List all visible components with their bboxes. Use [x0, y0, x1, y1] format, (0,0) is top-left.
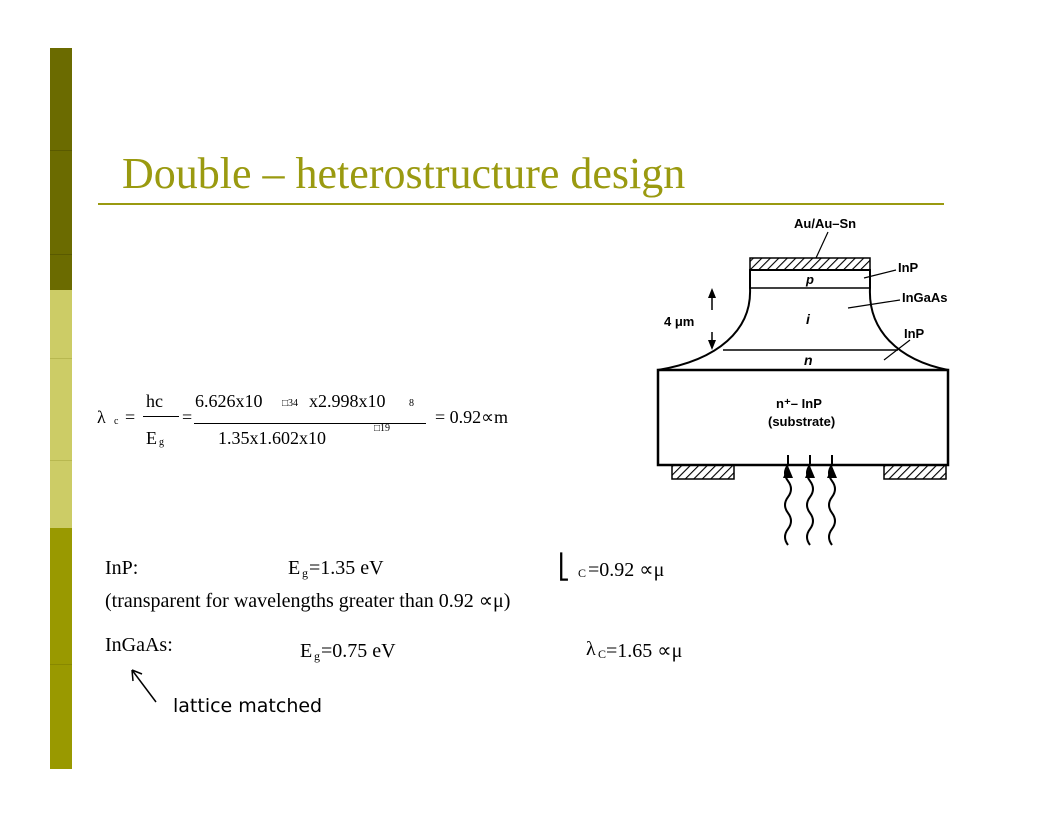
fraction2-bar — [194, 423, 426, 424]
inp-material-label: InP: — [105, 557, 139, 579]
lambda-subscript: c — [114, 416, 119, 427]
sidebar-block — [50, 48, 72, 150]
ingaas-lambda-subscript: C — [598, 647, 607, 661]
title-underline — [98, 203, 944, 205]
thickness-label: 4 μm — [664, 314, 694, 329]
inp-top-leader-line — [863, 269, 897, 279]
mesa-structure — [657, 269, 949, 371]
ingaas-eg-value: =0.75 eV — [321, 640, 396, 662]
substrate-label: n⁺– InP — [776, 396, 822, 411]
fraction2-numerator-rest: x2.998x10 — [309, 391, 386, 411]
slide-title: Double – heterostructure design — [122, 149, 686, 198]
inp-bottom-leader-line — [883, 339, 911, 361]
sidebar-block — [50, 290, 72, 358]
sidebar-block — [50, 460, 72, 529]
ingaas-lambda-value: =1.65 ∝μ — [606, 640, 683, 662]
equals-sign: = — [125, 407, 136, 427]
ingaas-material-label: InGaAs: — [105, 634, 173, 656]
fraction2-denominator-exponent: □19 — [374, 423, 391, 434]
annotation-arrow-icon — [131, 669, 157, 703]
fraction2-numerator: 6.626x10 — [195, 391, 263, 411]
inp-eg-subscript: g — [302, 566, 308, 580]
layer-n-label: n — [804, 352, 813, 368]
inp-eg-value: =1.35 eV — [309, 557, 384, 579]
bottom-contact-left — [671, 464, 735, 480]
inp-lambda-symbol: ⎣ — [558, 555, 570, 581]
substrate-sublabel: (substrate) — [768, 414, 835, 429]
inp-transparency-note: (transparent for wavelengths greater tha… — [105, 590, 511, 612]
light-arrowhead — [783, 466, 793, 478]
sidebar-block — [50, 150, 72, 255]
light-arrowhead — [827, 466, 837, 478]
fraction2-denominator: 1.35x1.602x10 — [218, 428, 326, 448]
sidebar-decoration — [50, 48, 72, 769]
fraction1-numerator: hc — [146, 391, 163, 411]
ingaas-leader-line — [847, 299, 901, 309]
layer-p-label: p — [805, 272, 814, 287]
contact-label: Au/Au–Sn — [794, 216, 856, 231]
equals-sign: = — [182, 407, 193, 427]
light-arrowhead — [805, 466, 815, 478]
lattice-matched-annotation: lattice matched — [173, 695, 323, 717]
inp-eg-label: E — [288, 557, 301, 579]
photodiode-cross-section-diagram: p i n n⁺– InP (substrate) Au/Au–Sn InP I… — [656, 216, 950, 546]
layer-i-label: i — [806, 311, 811, 327]
sidebar-block — [50, 528, 72, 664]
bottom-contact-right — [883, 464, 947, 480]
inp-lambda-subscript: C — [578, 566, 587, 580]
fraction2-numerator-exponent: 8 — [409, 398, 414, 409]
ingaas-lambda-symbol: λ — [586, 638, 596, 660]
sidebar-block — [50, 664, 72, 769]
ingaas-eg-subscript: g — [314, 649, 320, 663]
inp-top-label: InP — [898, 260, 919, 275]
fraction1-denominator: E — [146, 428, 157, 448]
fraction1-denominator-subscript: g — [159, 437, 164, 448]
fraction1-bar — [143, 416, 179, 417]
top-contact — [749, 257, 871, 271]
ingaas-label: InGaAs — [902, 290, 948, 305]
inp-lambda-value: =0.92 ∝μ — [588, 559, 665, 581]
ingaas-eg-label: E — [300, 640, 313, 662]
equation-result: = 0.92∝m — [435, 407, 509, 427]
fraction2-numerator-exponent: □34 — [282, 398, 299, 409]
lambda-symbol: λ — [97, 407, 106, 427]
thickness-arrow-up-head — [708, 288, 716, 298]
thickness-arrow-down-head — [708, 340, 716, 350]
substrate-block — [656, 368, 950, 467]
sidebar-block — [50, 358, 72, 461]
contact-leader-line — [815, 231, 829, 259]
inp-bottom-label: InP — [904, 326, 925, 341]
sidebar-block — [50, 254, 72, 291]
